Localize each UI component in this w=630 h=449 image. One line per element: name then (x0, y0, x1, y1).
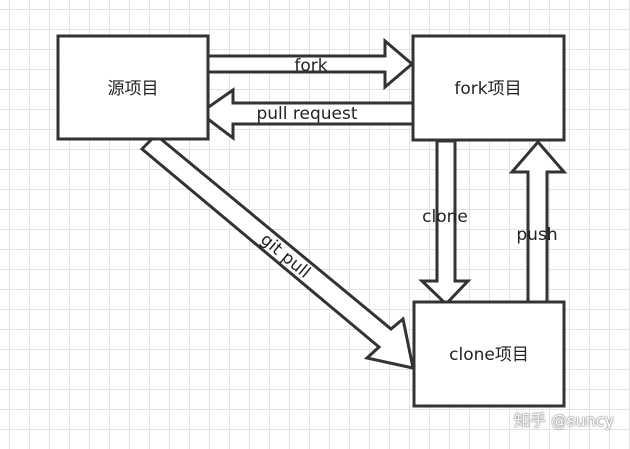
fork-arrow (205, 37, 415, 91)
clone-edge-label: clone (422, 207, 468, 227)
clone-project-node: clone项目 (412, 300, 566, 408)
fork-edge-label: fork (294, 56, 327, 76)
clone-arrow (418, 139, 472, 307)
source-project-label: 源项目 (108, 79, 159, 99)
pull-request-edge-label: pull request (256, 104, 357, 124)
push-edge-label: push (516, 225, 557, 245)
git-pull-edge-label: git pull (256, 230, 314, 283)
pull-request-arrow (197, 87, 415, 142)
clone-project-label: clone项目 (449, 345, 529, 365)
fork-project-label: fork项目 (454, 79, 521, 99)
fork-project-node: fork项目 (411, 34, 566, 142)
push-arrow (508, 139, 568, 304)
source-project-node: 源项目 (56, 34, 210, 141)
git-pull-arrow (139, 132, 415, 370)
watermark: 知乎 @suncy (514, 411, 614, 430)
